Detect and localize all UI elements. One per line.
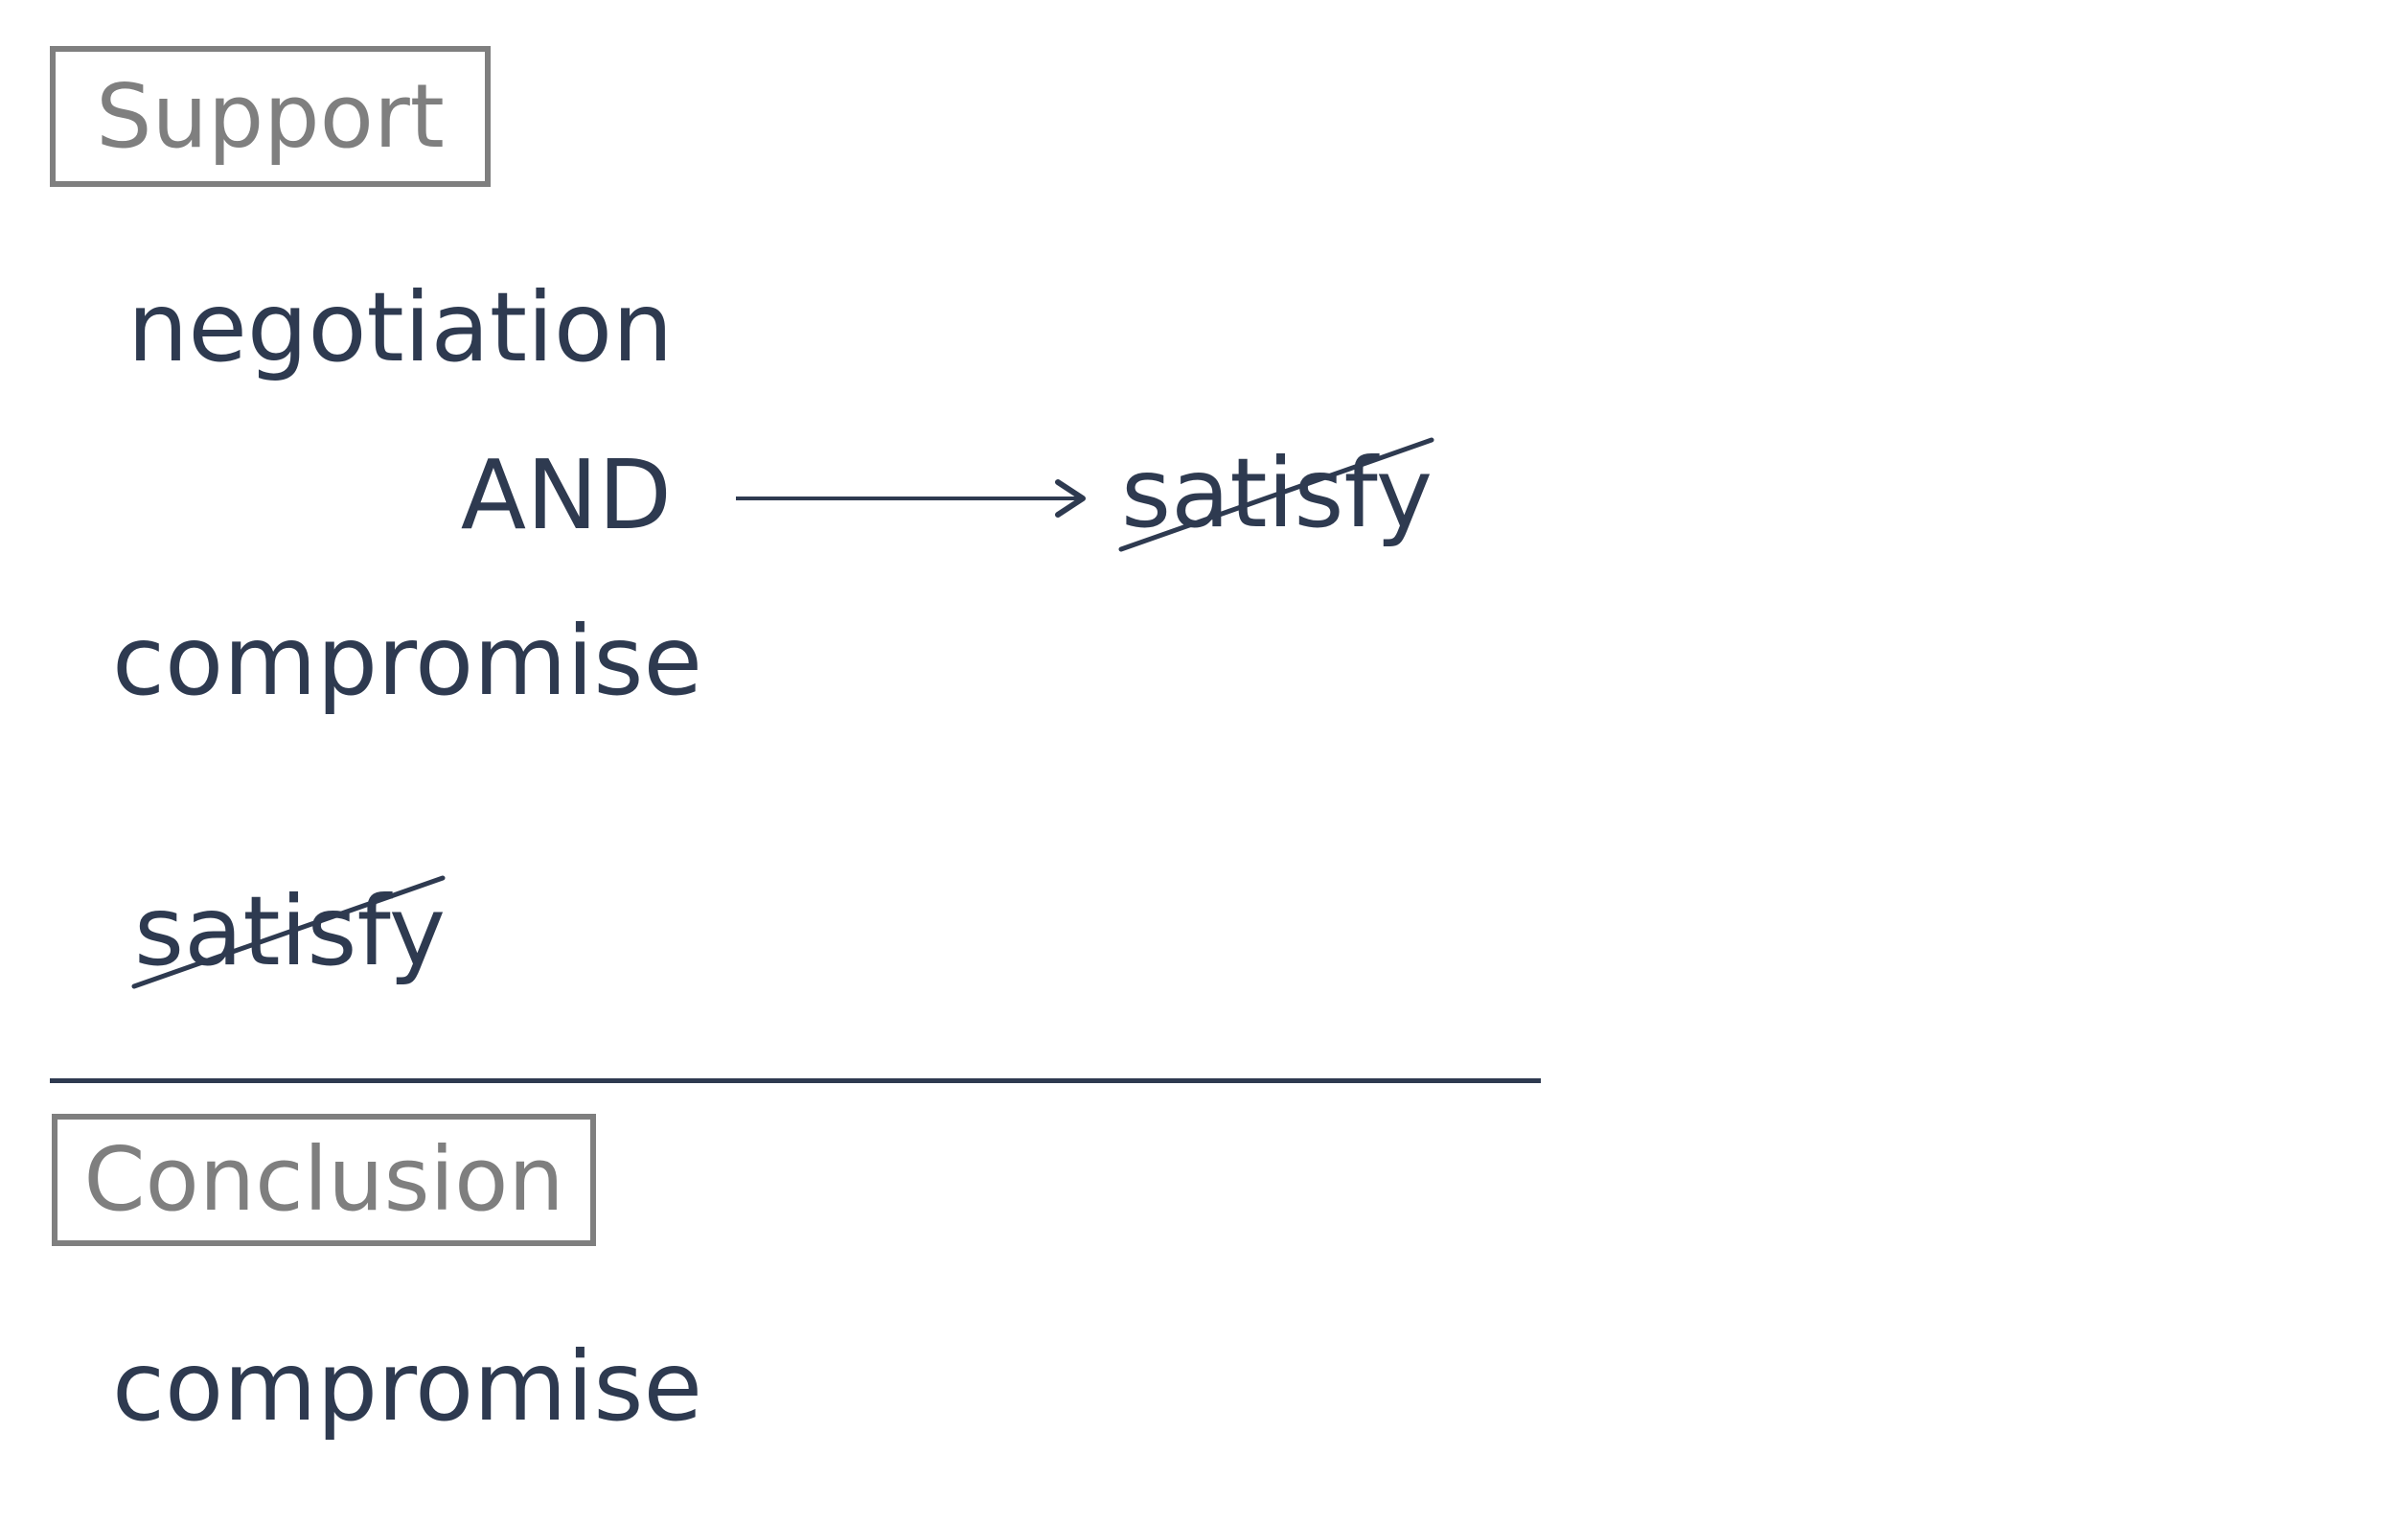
implied-satisfy-crossed: satisfy [1118,437,1434,552]
conclusion-label: Conclusion [52,1114,596,1246]
support-label: Support [50,46,491,187]
premise-compromise: compromise [112,605,702,717]
and-connector: AND [460,439,672,551]
inference-divider [50,1078,1541,1083]
negated-satisfy-crossed: satisfy [131,875,446,989]
strikethrough-line [131,875,446,989]
premise-negotiation: negotiation [127,271,674,383]
strikethrough-line [1118,437,1434,552]
right-arrow-icon [736,479,1086,518]
conclusion-compromise: compromise [112,1330,702,1443]
